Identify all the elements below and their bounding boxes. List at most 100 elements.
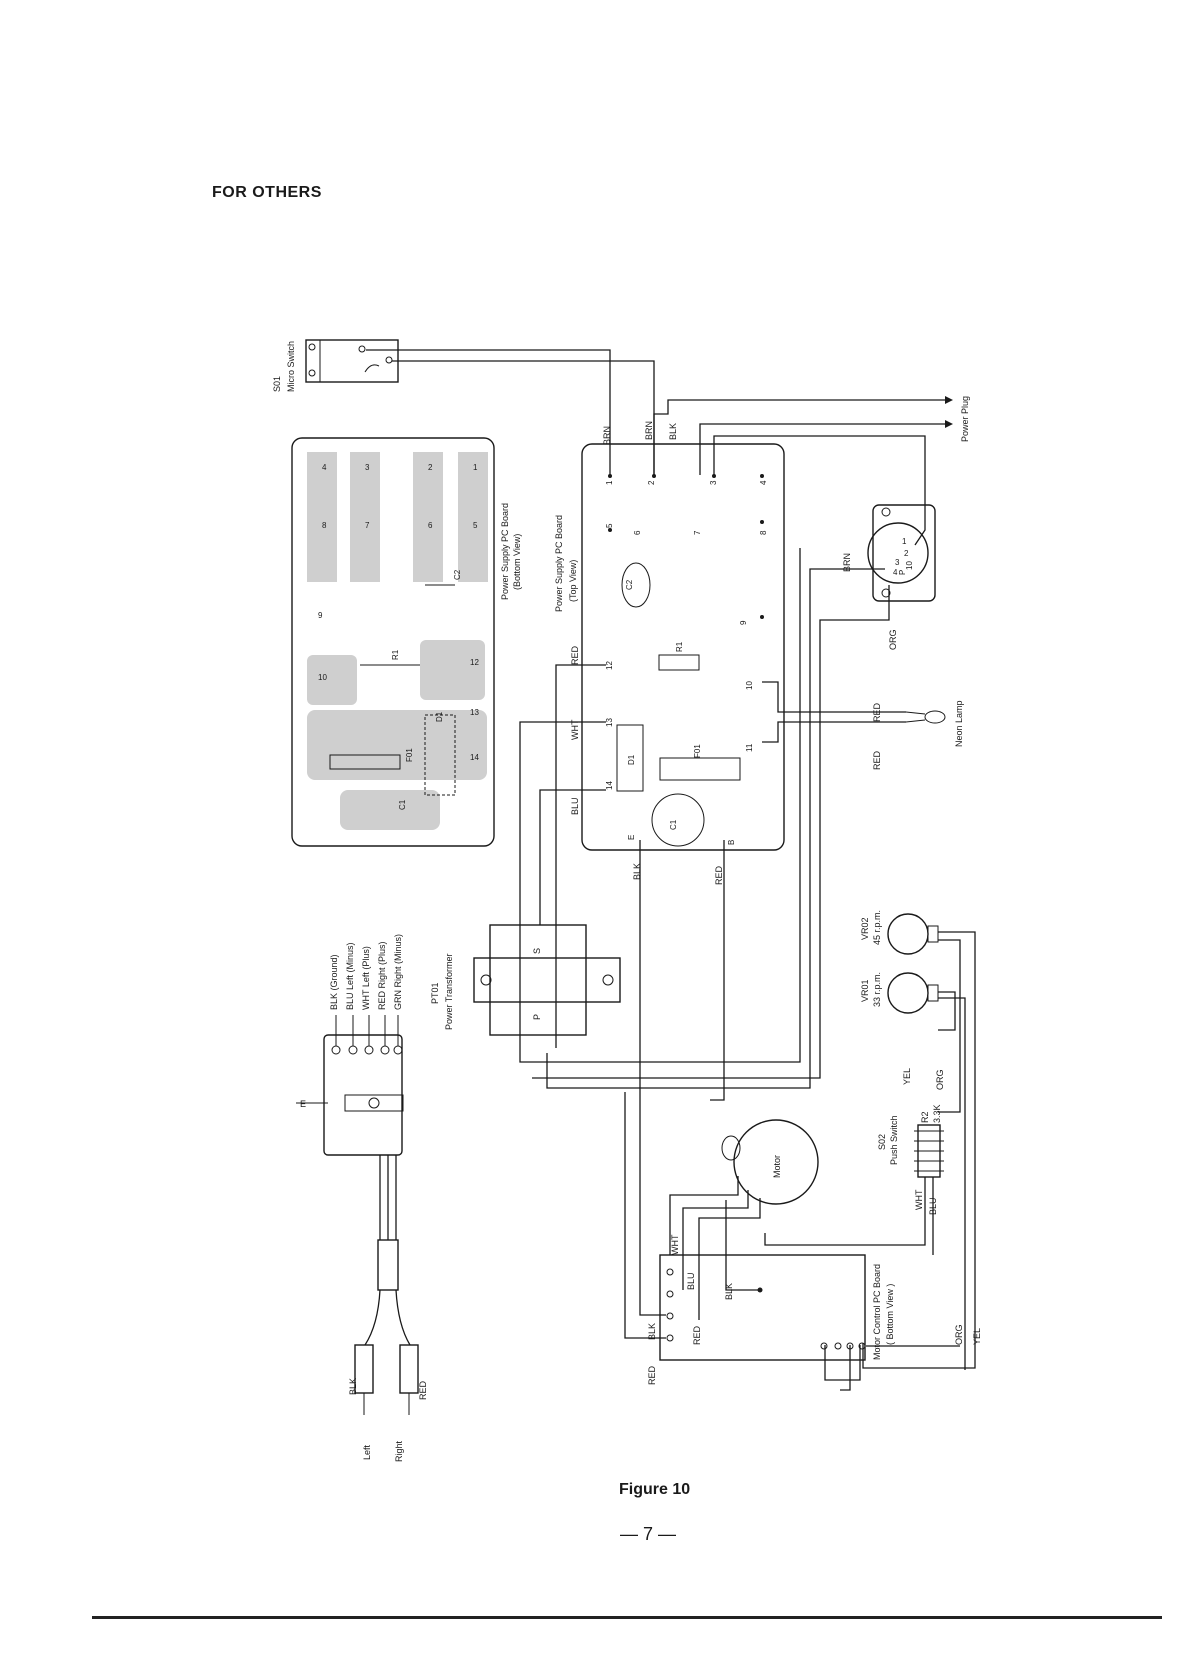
c2-label-bottom: C2 [453,569,462,580]
vr02-speed: 45 r.p.m. [872,910,882,945]
wire-label-blu-14: BLU [570,797,580,815]
wire-label-blk-mb: BLK [647,1323,657,1340]
figure-caption: Figure 10 [619,1481,691,1498]
e-label: E [627,835,636,840]
wire-label-wht-m: WHT [670,1234,680,1255]
wire-label-red-n1: RED [872,702,882,722]
push-switch [914,1124,944,1178]
svg-text:2: 2 [647,480,656,485]
d1-label-top: D1 [627,754,636,765]
wire-label-blk-rca: BLK [348,1378,358,1395]
cable-legend-3: WHT Left (Plus) [361,946,371,1010]
output-left: Left [362,1444,372,1460]
svg-text:6: 6 [428,521,433,530]
micro-switch-ref: S01 [272,376,282,392]
svg-text:3: 3 [365,463,370,472]
plug-p-label: P [898,570,907,575]
c2-label-top: C2 [625,579,634,590]
f01-label-top: F01 [693,744,702,758]
cable-legend-1: BLK (Ground) [329,954,339,1010]
psu-top-view: (Top View) [568,560,578,602]
page-number: — 7 — [620,1524,677,1544]
motor-label: Motor [772,1155,782,1178]
svg-text:8: 8 [759,530,768,535]
output-right: Right [394,1440,404,1462]
transformer-name: Power Transformer [444,953,454,1030]
psu-board-bottom: 4 3 2 1 8 7 6 5 9 10 12 13 14 R1 C2 F01 … [291,437,495,847]
svg-text:10: 10 [745,681,754,690]
svg-text:8: 8 [322,521,327,530]
svg-text:4: 4 [759,480,768,485]
vr02-ref: VR02 [860,917,870,940]
cable-legend-2: BLU Left (Minus) [345,942,355,1010]
wire-label-blk-e: BLK [632,863,642,880]
vr01-speed: 33 r.p.m. [872,972,882,1007]
wire-label-red-mb2: RED [692,1325,702,1345]
r1-label-bottom: R1 [391,649,400,660]
wire-label-red-mb: RED [647,1365,657,1385]
svg-text:5: 5 [605,523,614,528]
svg-text:7: 7 [693,530,702,535]
svg-text:1: 1 [605,480,614,485]
wire-label-org-1: ORG [888,629,898,650]
motor-control-board [659,1254,866,1361]
c1-label-bottom: C1 [398,799,407,810]
svg-text:4: 4 [322,463,327,472]
wire-label-org-3: ORG [954,1324,964,1345]
svg-text:10: 10 [318,673,327,682]
motor-board-name: Motor Control PC Board [872,1264,882,1360]
r2-ref: R2 [920,1111,930,1123]
push-switch-name: Push Switch [889,1115,899,1165]
psu-board-top: 1 2 3 4 5 6 7 8 9 12 10 13 11 14 C2 R1 [581,443,785,851]
svg-text:13: 13 [470,708,479,717]
power-transformer: S P [473,924,621,1036]
ground-e-label: E [300,1099,306,1109]
output-cable [296,1015,419,1415]
svg-text:9: 9 [318,611,323,620]
wire-label-red-12: RED [570,645,580,665]
svg-text:9: 9 [739,620,748,625]
wire-label-brn-2: BRN [644,421,654,440]
svg-text:7: 7 [365,521,370,530]
svg-text:12: 12 [470,658,479,667]
svg-text:3: 3 [709,480,718,485]
r2-value: 3.3K [932,1104,942,1123]
micro-switch: S01 Micro Switch [272,339,399,392]
transformer-ref: PT01 [430,982,440,1004]
wire-label-red-n2: RED [872,750,882,770]
svg-text:13: 13 [605,718,614,727]
wire-label-blu-m: BLU [686,1272,696,1290]
transformer-secondary: S [532,948,542,954]
vr01-ref: VR01 [860,979,870,1002]
svg-text:1: 1 [902,537,907,546]
cable-legend-4: RED Right (Plus) [377,941,387,1010]
svg-text:12: 12 [605,661,614,670]
wire-label-wht-13: WHT [570,719,580,740]
svg-text:4: 4 [893,568,898,577]
wire-label-wht-2: WHT [914,1189,924,1210]
pot-vr02 [887,913,939,955]
svg-text:6: 6 [633,530,642,535]
cable-legend-5: GRN Right (Minus) [393,934,403,1010]
wire-label-red-b: RED [714,865,724,885]
power-plug-label: Power Plug [960,396,970,442]
svg-text:2: 2 [904,549,909,558]
push-switch-ref: S02 [877,1134,887,1150]
wire-label-org-2: ORG [935,1069,945,1090]
motor: Motor [721,1119,819,1205]
r1-label-top: R1 [675,641,684,652]
wire-label-red-rca: RED [418,1380,428,1400]
transformer-primary: P [532,1014,542,1020]
plug-10-label: 10 [905,561,914,570]
wire-label-yel-2: YEL [972,1328,982,1345]
micro-switch-name: Micro Switch [286,341,296,392]
b-label: B [727,840,736,845]
psu-top-name: Power Supply PC Board [554,515,564,612]
motor-board-view: ( Bottom View ) [885,1284,895,1345]
f01-label-bottom: F01 [405,748,414,762]
wire-label-blk-1: BLK [668,423,678,440]
svg-text:2: 2 [428,463,433,472]
svg-text:11: 11 [745,743,754,752]
